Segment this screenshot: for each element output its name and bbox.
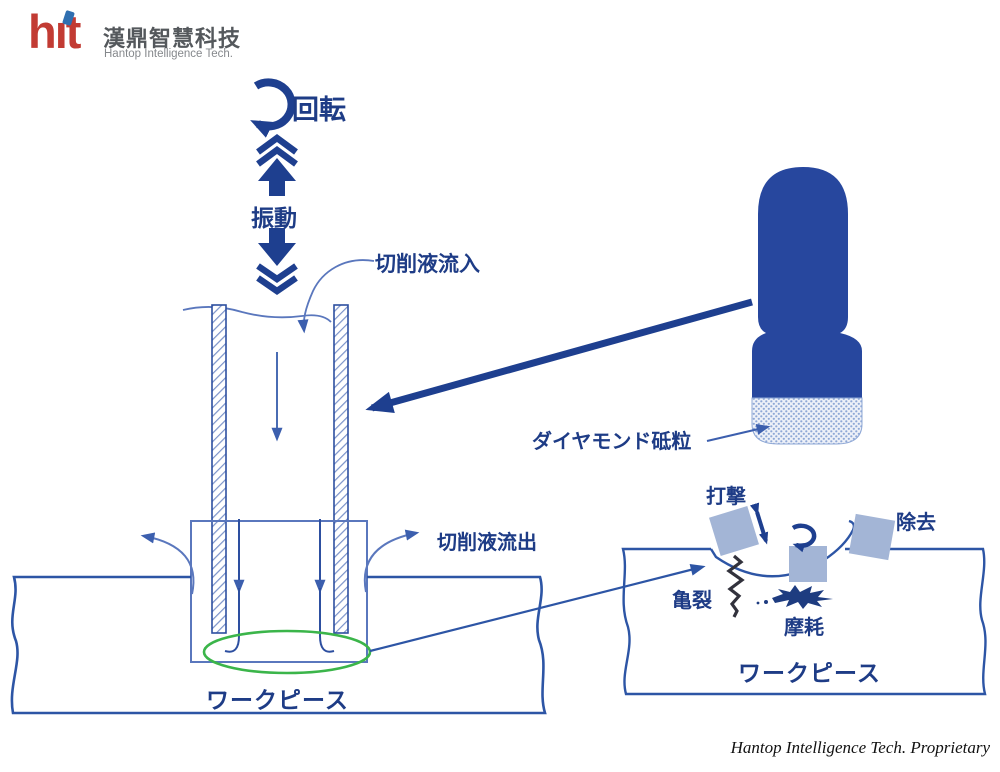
proprietary-notice: Hantop Intelligence Tech. Proprietary xyxy=(730,738,990,757)
impact-arrow-icon xyxy=(749,502,769,545)
tube-left-wall xyxy=(211,304,227,634)
wear-splat-icon xyxy=(756,585,833,609)
fluid-out-right-arrow xyxy=(363,529,420,593)
label-removal: 除去 xyxy=(896,512,936,534)
logo: hıt 漢鼎智慧科技 Hantop Intelligence Tech. xyxy=(0,0,260,80)
label-fluid-outflow: 切削液流出 xyxy=(437,532,537,554)
label-vibration: 振動 xyxy=(251,205,297,231)
label-workpiece-left: ワークピース xyxy=(206,687,349,713)
highlight-ellipse xyxy=(202,629,372,675)
vibration-arrows-icon xyxy=(256,133,298,295)
logo-letter-h: h xyxy=(28,5,57,58)
diamond-leader-arrow xyxy=(706,423,771,442)
grain-square-wear xyxy=(789,546,827,582)
tool-pointer-arrow xyxy=(365,298,753,414)
tool-body xyxy=(752,167,862,398)
workpiece-left-outline xyxy=(10,575,547,715)
fluid-out-left-arrow xyxy=(140,532,195,595)
label-diamond-abrasive: ダイヤモンド砥粒 xyxy=(532,431,692,453)
fluid-in-leader-arrow xyxy=(297,259,375,334)
label-wear: 摩耗 xyxy=(784,617,824,639)
workpiece-right-outline xyxy=(621,547,987,696)
logo-company-name-en: Hantop Intelligence Tech. xyxy=(104,48,233,60)
label-fluid-inflow: 切削液流入 xyxy=(375,253,480,276)
label-impact: 打撃 xyxy=(706,486,746,508)
grain-square-impact xyxy=(709,506,759,556)
abrasive-grains xyxy=(709,506,896,582)
label-rotation: 回転 xyxy=(292,95,346,125)
label-workpiece-right: ワークピース xyxy=(738,660,881,686)
zoom-leader-arrow xyxy=(369,563,706,653)
label-crack: 亀裂 xyxy=(672,590,712,612)
grain-rotation-arrow-icon xyxy=(791,523,817,553)
tool-abrasive-tip xyxy=(751,397,863,445)
crack-zigzag xyxy=(726,554,745,618)
rotation-arrow-icon xyxy=(250,78,296,138)
fluid-surface-line xyxy=(182,306,332,323)
hole-outline xyxy=(190,520,368,663)
grain-square-removal xyxy=(848,513,896,561)
tube-right-wall xyxy=(333,304,349,634)
logo-hit-mark: hıt xyxy=(28,5,81,58)
logo-company-name-zh: 漢鼎智慧科技 xyxy=(103,26,242,51)
